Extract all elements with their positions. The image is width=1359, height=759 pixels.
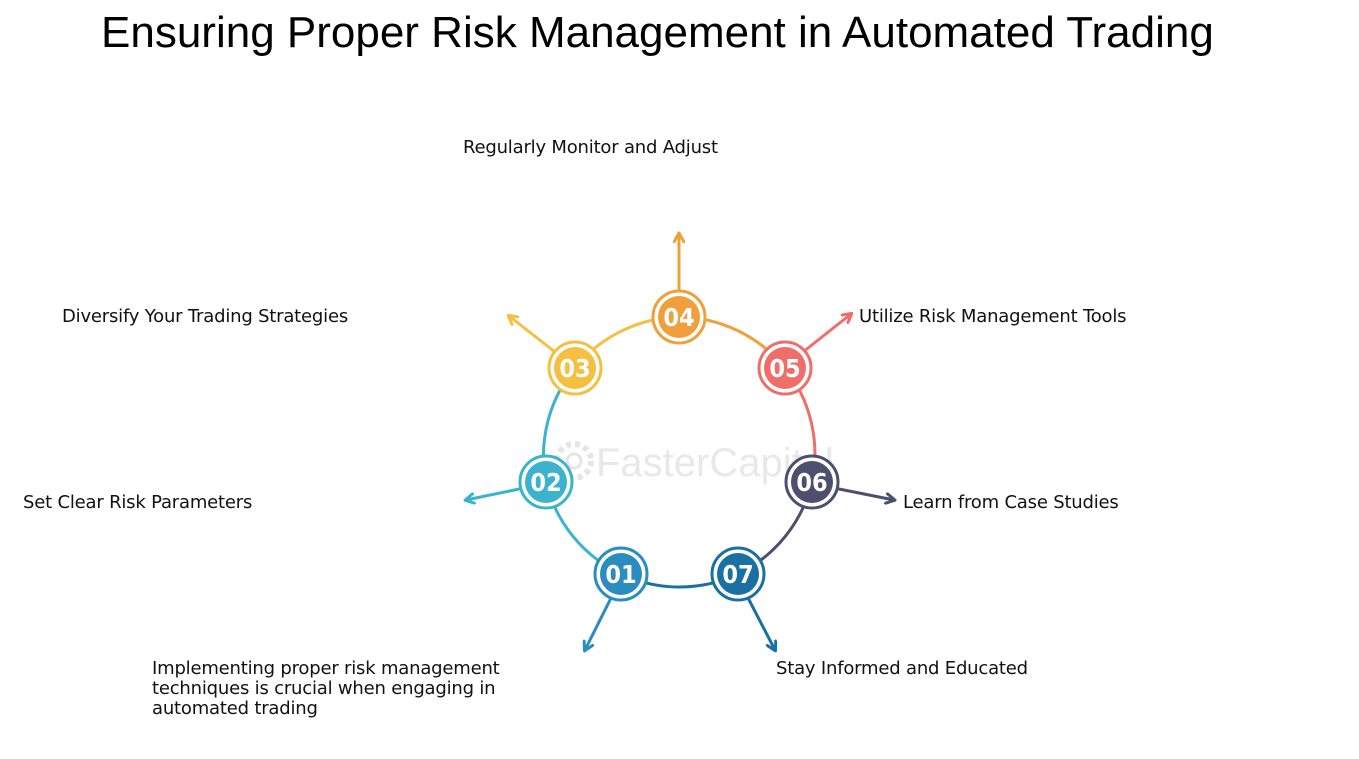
step-label-04: Regularly Monitor and Adjust — [463, 137, 718, 158]
step-label-05: Utilize Risk Management Tools — [859, 306, 1127, 327]
step-label-07: Stay Informed and Educated — [776, 658, 1028, 679]
step-number-01: 01 — [605, 560, 636, 589]
step-badge-07: 07 — [710, 546, 766, 602]
step-number-05: 05 — [769, 354, 800, 383]
arrow-05 — [801, 314, 851, 354]
step-label-01: Implementing proper risk management tech… — [152, 658, 500, 719]
step-badge-04: 04 — [651, 289, 707, 345]
step-number-02: 02 — [530, 468, 561, 497]
step-label-06: Learn from Case Studies — [903, 492, 1119, 513]
step-label-02: Set Clear Risk Parameters — [23, 492, 253, 513]
step-badge-03: 03 — [547, 340, 603, 396]
step-number-04: 04 — [663, 303, 694, 332]
arrow-07 — [745, 594, 775, 650]
arrows — [466, 234, 894, 650]
step-badge-06: 06 — [784, 454, 840, 510]
step-badge-02: 02 — [518, 454, 574, 510]
arrow-06 — [832, 486, 894, 500]
arrow-03 — [509, 316, 557, 354]
step-label-03: Diversify Your Trading Strategies — [62, 306, 348, 327]
step-number-07: 07 — [722, 560, 753, 589]
diagram-title: Ensuring Proper Risk Management in Autom… — [101, 8, 1214, 57]
step-number-06: 06 — [796, 468, 827, 497]
arrow-02 — [466, 486, 526, 500]
step-badge-01: 01 — [593, 546, 649, 602]
step-number-03: 03 — [559, 354, 590, 383]
arrow-01 — [585, 594, 614, 650]
step-badge-05: 05 — [757, 340, 813, 396]
